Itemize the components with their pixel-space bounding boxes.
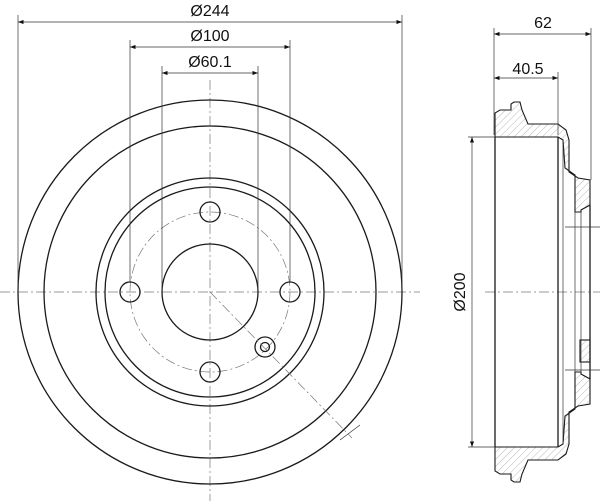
center-bore-label: Ø60.1 — [188, 54, 232, 71]
side-dimensions: 62 40.5 Ø200 — [452, 15, 592, 448]
hub-inner — [104, 186, 316, 398]
bolt-hole — [199, 361, 221, 383]
locating-hole-inner — [259, 341, 271, 353]
total-height-label: 62 — [534, 15, 552, 32]
outer-diameter-label: Ø244 — [190, 3, 229, 20]
bolt-hole — [199, 201, 221, 223]
front-view — [0, 80, 420, 501]
drum-diameter-label: Ø200 — [452, 272, 469, 311]
lower-section — [494, 371, 591, 483]
front-dimensions: Ø244 Ø100 Ø60.1 — [17, 3, 403, 292]
drum-surface — [43, 125, 377, 459]
bolt-circle — [129, 211, 291, 373]
section-line — [209, 291, 353, 439]
locating-hole — [254, 336, 276, 358]
upper-section — [494, 101, 591, 213]
bolt-circle-label: Ø100 — [190, 28, 229, 45]
hub-outer — [95, 177, 325, 407]
inner-depth-label: 40.5 — [512, 61, 543, 78]
section-tick — [339, 424, 361, 441]
hub-section — [579, 339, 591, 363]
side-view — [485, 101, 600, 483]
